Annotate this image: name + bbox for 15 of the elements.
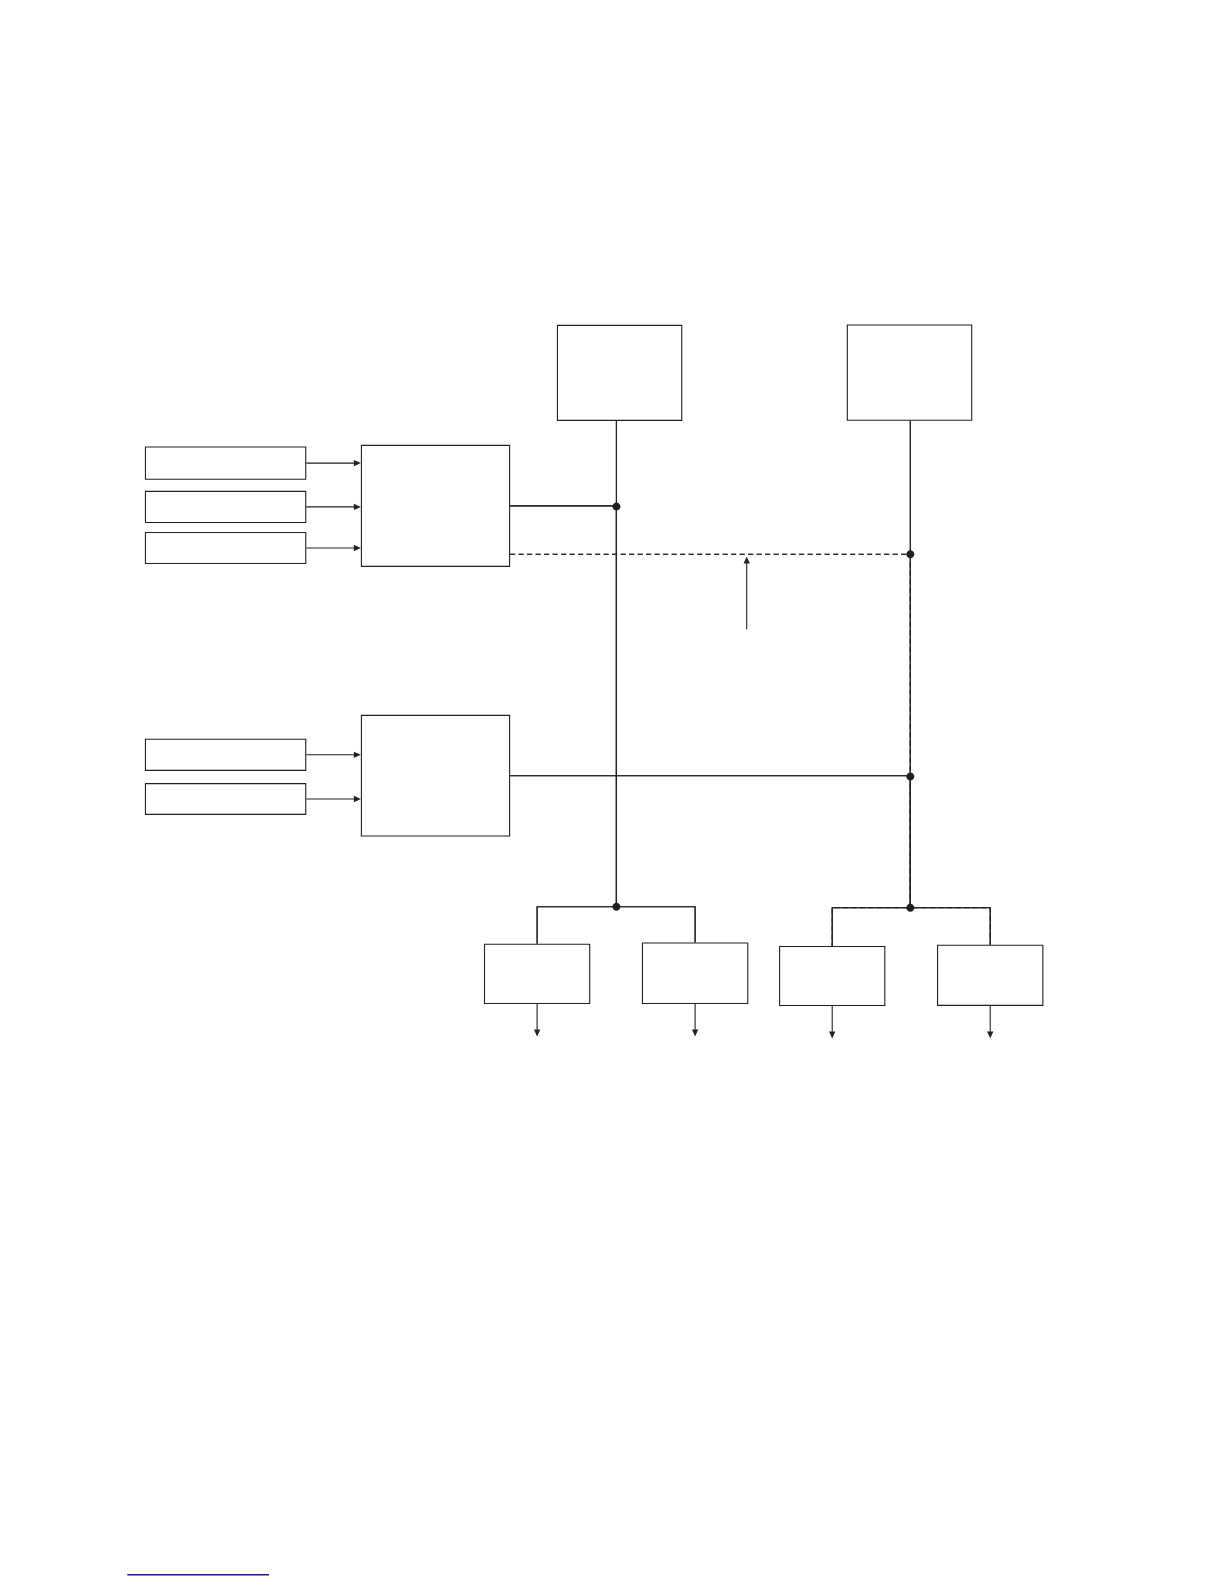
input-box [144,490,307,523]
output-box [779,946,886,1006]
output-box [641,942,749,1004]
output-box [937,944,1044,1006]
process-box [360,714,511,837]
input-box [144,783,307,815]
input-box [144,446,307,480]
connector [509,775,991,946]
input-box [144,738,307,771]
input-box [144,531,307,565]
output-box [483,943,591,1005]
connector [509,505,696,943]
source-box [556,324,683,421]
source-box [846,324,973,421]
process-box [360,444,511,567]
